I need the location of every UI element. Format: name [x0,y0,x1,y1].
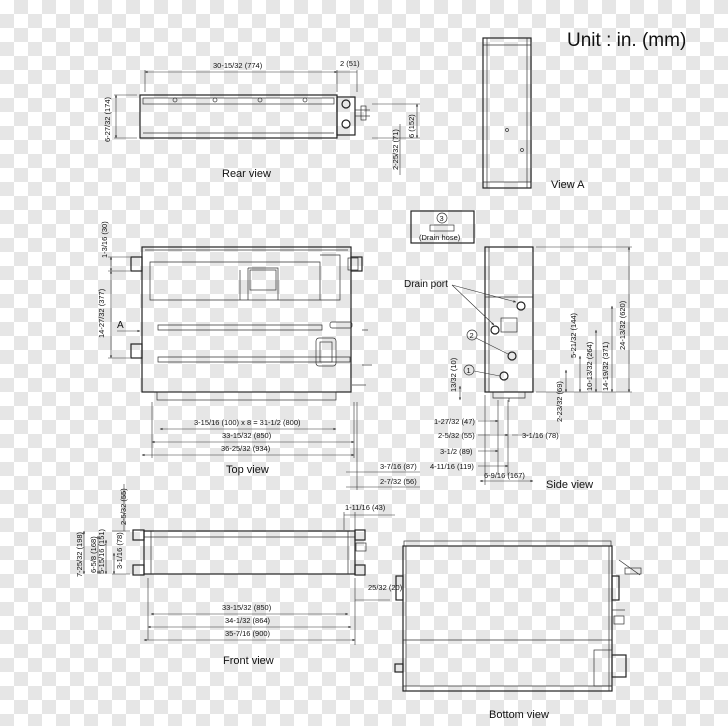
side-view: 2 1 Drain port 24-13/32 (620) 14-19/32 (… [404,246,632,491]
dim-side-620: 24-13/32 (620) [618,300,627,350]
dim-side-78: 3-1/16 (78) [522,431,559,440]
unit-label: Unit : in. (mm) [567,30,686,51]
dim-front-55: 2-5/32 (55) [119,488,128,525]
drain-hose-box [410,210,475,244]
front-view-caption: Front view [223,655,274,667]
side-view-body [484,246,534,393]
front-view-body [143,530,356,575]
drain-hose-callout: 3 (Drain hose) [410,210,475,244]
rear-view-body [139,94,338,139]
rear-view-caption: Rear view [222,168,271,180]
dim-rear-height: 6-27/32 (174) [103,96,112,142]
arrow-a-label: A [117,320,124,331]
dim-side-167: 6-9/16 (167) [484,471,525,480]
rear-view: 30-15/32 (774) 2 (51) 6-27/32 (174) 6 (1… [103,59,420,180]
drain-port-label: Drain port [404,279,448,290]
dim-side-264: 10-13/32 (264) [585,341,594,391]
dim-top-pitch: 3-15/16 (100) x 8 = 31-1/2 (800) [194,418,301,427]
dim-front-168: 6-5/8 (168) [89,536,98,573]
dim-top-56: 2-7/32 (56) [380,477,417,486]
top-view-caption: Top view [226,464,269,476]
dim-front-78: 3-1/16 (78) [115,532,124,569]
dim-side-89: 3-1/2 (89) [440,447,473,456]
dim-rear-offset: 2 (51) [340,59,360,68]
dim-top-850: 33-15/32 (850) [222,431,272,440]
dim-front-900: 35-7/16 (900) [225,629,271,638]
dim-rear-pipe-low: 2-25/32 (71) [391,129,400,170]
view-a-body [482,37,532,189]
front-view: 7-25/32 (198) 6-5/8 (168) 5-15/16 (151) … [75,484,403,667]
bottom-view: Bottom view [394,540,642,721]
dim-top-934: 36-25/32 (934) [221,444,271,453]
dim-front-20-a: 25/32 (20) [368,583,403,592]
dim-top-87: 3-7/16 (87) [380,462,417,471]
dim-top-left-377: 14-27/32 (377) [97,288,106,338]
dim-side-144: 5-21/32 (144) [569,312,578,358]
marker-1: 1 [467,366,471,375]
dim-front-198: 7-25/32 (198) [75,531,84,577]
dim-front-864: 34-1/32 (864) [225,616,271,625]
marker-3: 3 [440,214,444,223]
top-view: A 1-3/16 (30) 14-27/32 (377) 3-15/16 (10… [97,221,420,490]
view-a-caption: View A [551,179,585,191]
dim-side-119: 4-11/16 (119) [430,462,474,471]
drain-hose-label: (Drain hose) [419,233,461,242]
dim-side-69: 2-23/32 (69) [555,381,564,422]
dim-rear-pipe-h: 6 (152) [407,114,416,138]
bottom-view-body [402,545,613,692]
dim-top-left-30: 1-3/16 (30) [100,221,109,258]
bottom-view-caption: Bottom view [489,709,549,721]
dim-rear-width: 30-15/32 (774) [213,61,263,70]
dim-side-10: 13/32 (10) [449,357,458,392]
dim-side-47: 1-27/32 (47) [434,417,475,426]
view-a: View A [482,37,585,191]
side-view-caption: Side view [546,479,593,491]
marker-2: 2 [470,331,474,340]
dim-front-151: 5-15/16 (151) [97,528,106,574]
dim-side-371: 14-19/32 (371) [601,341,610,391]
dim-front-43: 1-11/16 (43) [345,503,386,512]
dim-front-850: 33-15/32 (850) [222,603,272,612]
dim-side-55: 2-5/32 (55) [438,431,475,440]
